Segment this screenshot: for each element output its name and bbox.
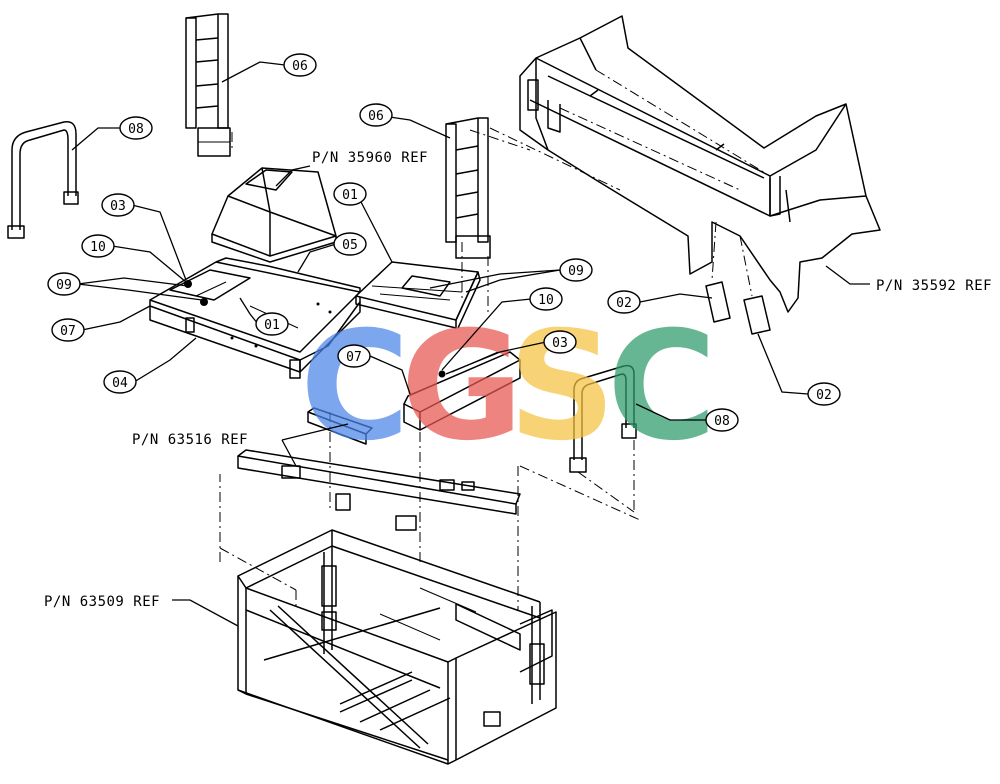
svg-text:09: 09 [568, 264, 584, 279]
callout-10-right: 10 [529, 287, 563, 311]
svg-text:10: 10 [90, 240, 106, 255]
callout-08-right: 08 [705, 408, 739, 432]
hopper-35960 [211, 167, 337, 263]
conveyor-housing-35592 [519, 15, 881, 313]
callout-07-left: 07 [51, 318, 85, 342]
ref-label-63509: P/N 63509 REF [44, 594, 160, 610]
watermark-letter-4: C [607, 300, 717, 474]
callout-08-left: 08 [119, 116, 153, 140]
svg-text:08: 08 [128, 122, 144, 137]
chute-cover-01 [355, 261, 481, 329]
svg-text:02: 02 [816, 388, 832, 403]
callout-01-upper: 01 [333, 182, 367, 206]
base-cage-63509 [237, 529, 557, 765]
svg-text:03: 03 [110, 199, 126, 214]
handrail-left [7, 121, 79, 239]
callout-09-left: 09 [47, 272, 81, 296]
callout-02-right: 02 [807, 382, 841, 406]
watermark-letter-2: G [400, 300, 523, 474]
ladder-middle [445, 117, 491, 259]
svg-text:07: 07 [60, 324, 76, 339]
svg-text:01: 01 [342, 188, 358, 203]
callout-03-right: 03 [543, 330, 577, 354]
svg-text:01: 01 [264, 318, 280, 333]
callout-10-left: 10 [81, 234, 115, 258]
callout-05: 05 [333, 232, 367, 256]
svg-text:02: 02 [616, 296, 632, 311]
svg-text:04: 04 [112, 376, 128, 391]
ladder-top-left [185, 13, 231, 157]
svg-text:07: 07 [346, 350, 362, 365]
svg-text:03: 03 [552, 336, 568, 351]
callout-03-left: 03 [101, 193, 135, 217]
callout-02-left: 02 [607, 290, 641, 314]
watermark-letter-3: S [508, 300, 616, 474]
svg-text:06: 06 [292, 59, 308, 74]
svg-text:10: 10 [538, 293, 554, 308]
watermark-letter-1: C [300, 300, 410, 474]
ref-label-35960: P/N 35960 REF [312, 150, 428, 166]
assembly-dash-lines [219, 127, 753, 610]
plates-02 [705, 281, 771, 335]
callout-04: 04 [103, 370, 137, 394]
main-frame-04 [149, 257, 361, 379]
callout-01-lower: 01 [255, 312, 289, 336]
svg-text:08: 08 [714, 414, 730, 429]
bracket-rail-63516 [237, 407, 521, 531]
svg-text:06: 06 [368, 109, 384, 124]
svg-text:05: 05 [342, 238, 358, 253]
svg-text:09: 09 [56, 278, 72, 293]
callout-07-right: 07 [337, 344, 371, 368]
callout-06-top: 06 [283, 53, 317, 77]
ref-label-35592: P/N 35592 REF [876, 278, 992, 294]
callout-06-mid: 06 [359, 103, 393, 127]
callout-09-right: 09 [559, 258, 593, 282]
ref-label-63516: P/N 63516 REF [132, 432, 248, 448]
